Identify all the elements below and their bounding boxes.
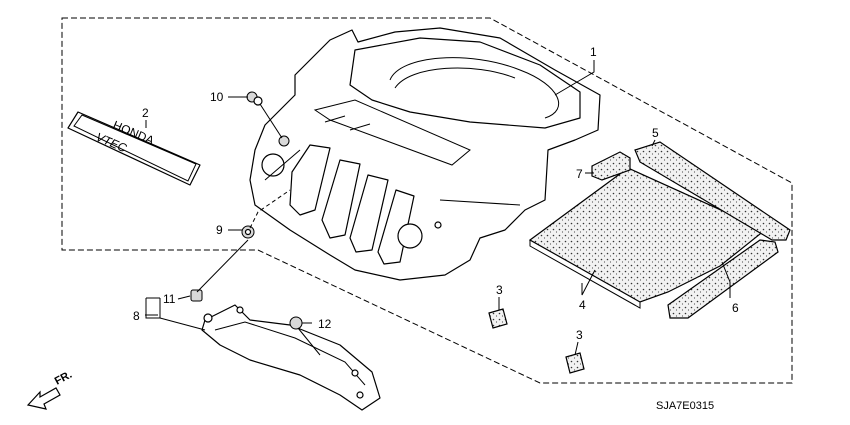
foam-strip-6 — [667, 239, 779, 319]
assembly-boundary — [61, 17, 793, 384]
leader-lines — [145, 60, 731, 356]
callout-11: 11 — [163, 292, 176, 306]
callout-1: 1 — [590, 45, 597, 59]
cover-bracket — [201, 304, 381, 411]
foam-block-7 — [591, 151, 631, 181]
bolt-12 — [289, 316, 321, 356]
callout-6: 6 — [732, 301, 739, 315]
callout-5: 5 — [652, 126, 659, 140]
grommet-11 — [190, 289, 203, 302]
callout-12: 12 — [318, 317, 332, 331]
callout-4: 4 — [579, 298, 586, 312]
callout-9: 9 — [216, 223, 223, 237]
foam-strip-5 — [634, 141, 791, 241]
fastener-cover-clip — [278, 135, 290, 147]
front-direction-arrow: FR. — [26, 369, 74, 410]
callout-7: 7 — [576, 167, 583, 181]
fastener-10 — [246, 91, 263, 106]
callout-3-lower: 3 — [576, 328, 583, 342]
callout-3-upper: 3 — [496, 283, 503, 297]
callout-8: 8 — [133, 309, 140, 323]
engine-cover — [249, 27, 601, 281]
callout-10: 10 — [210, 90, 224, 104]
front-direction-label: FR. — [53, 369, 74, 388]
pad-3-upper — [488, 308, 508, 329]
vtec-emblem: HONDA VTEC — [67, 111, 201, 186]
callout-2: 2 — [142, 106, 149, 120]
grommet-9 — [241, 225, 255, 239]
diagram-code: SJA7E0315 — [656, 400, 714, 412]
pad-3-lower — [565, 352, 585, 374]
